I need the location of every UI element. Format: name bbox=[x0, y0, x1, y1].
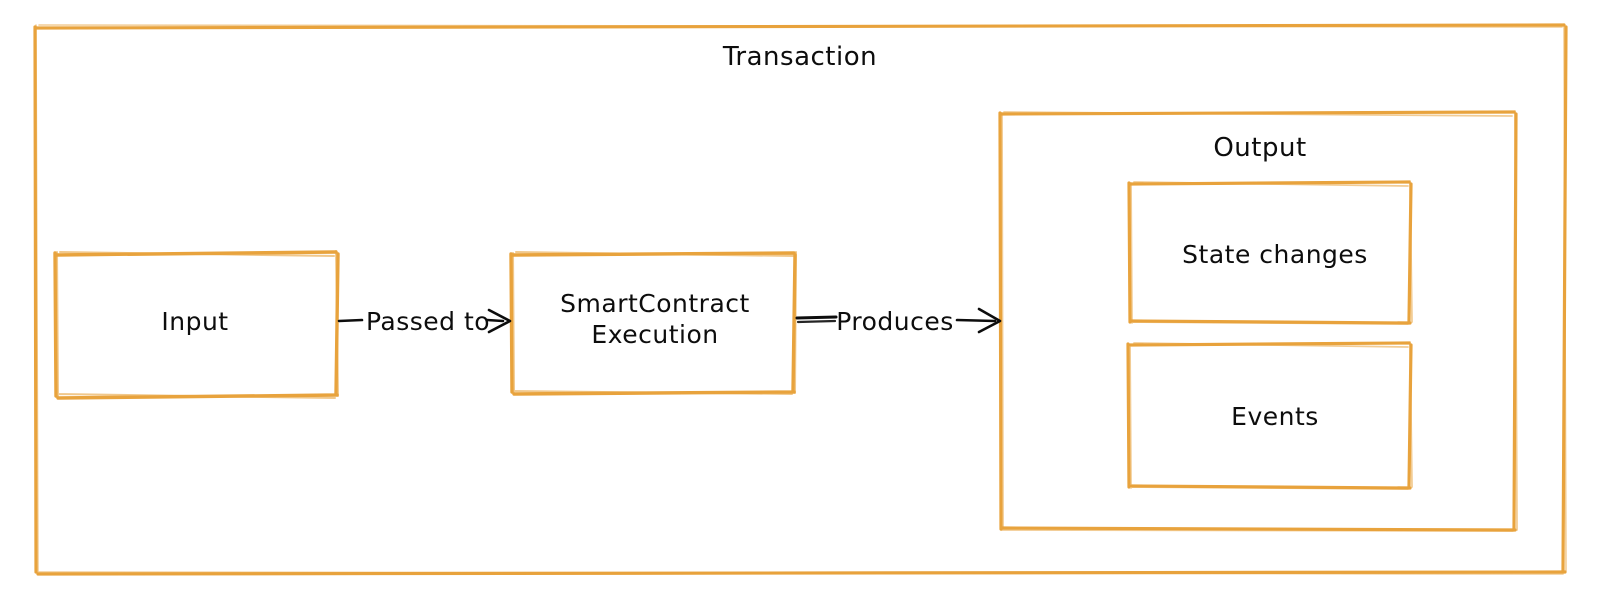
edge-passed-to-label: Passed to bbox=[365, 307, 491, 336]
state-changes-node[interactable] bbox=[1128, 181, 1412, 324]
contract-label-line1: SmartContract bbox=[560, 289, 750, 318]
transaction-container-title: Transaction bbox=[722, 42, 878, 72]
output-container-title: Output bbox=[1213, 133, 1307, 163]
contract-label-line2: Execution bbox=[591, 319, 719, 349]
input-node[interactable] bbox=[55, 252, 338, 398]
edge-produces-label: Produces bbox=[836, 307, 954, 336]
events-node-label: Events bbox=[1231, 402, 1319, 431]
events-node[interactable] bbox=[1128, 342, 1412, 489]
state-changes-node-label: State changes bbox=[1182, 240, 1368, 269]
input-node-label: Input bbox=[161, 307, 229, 336]
contract-node[interactable] bbox=[511, 252, 796, 394]
